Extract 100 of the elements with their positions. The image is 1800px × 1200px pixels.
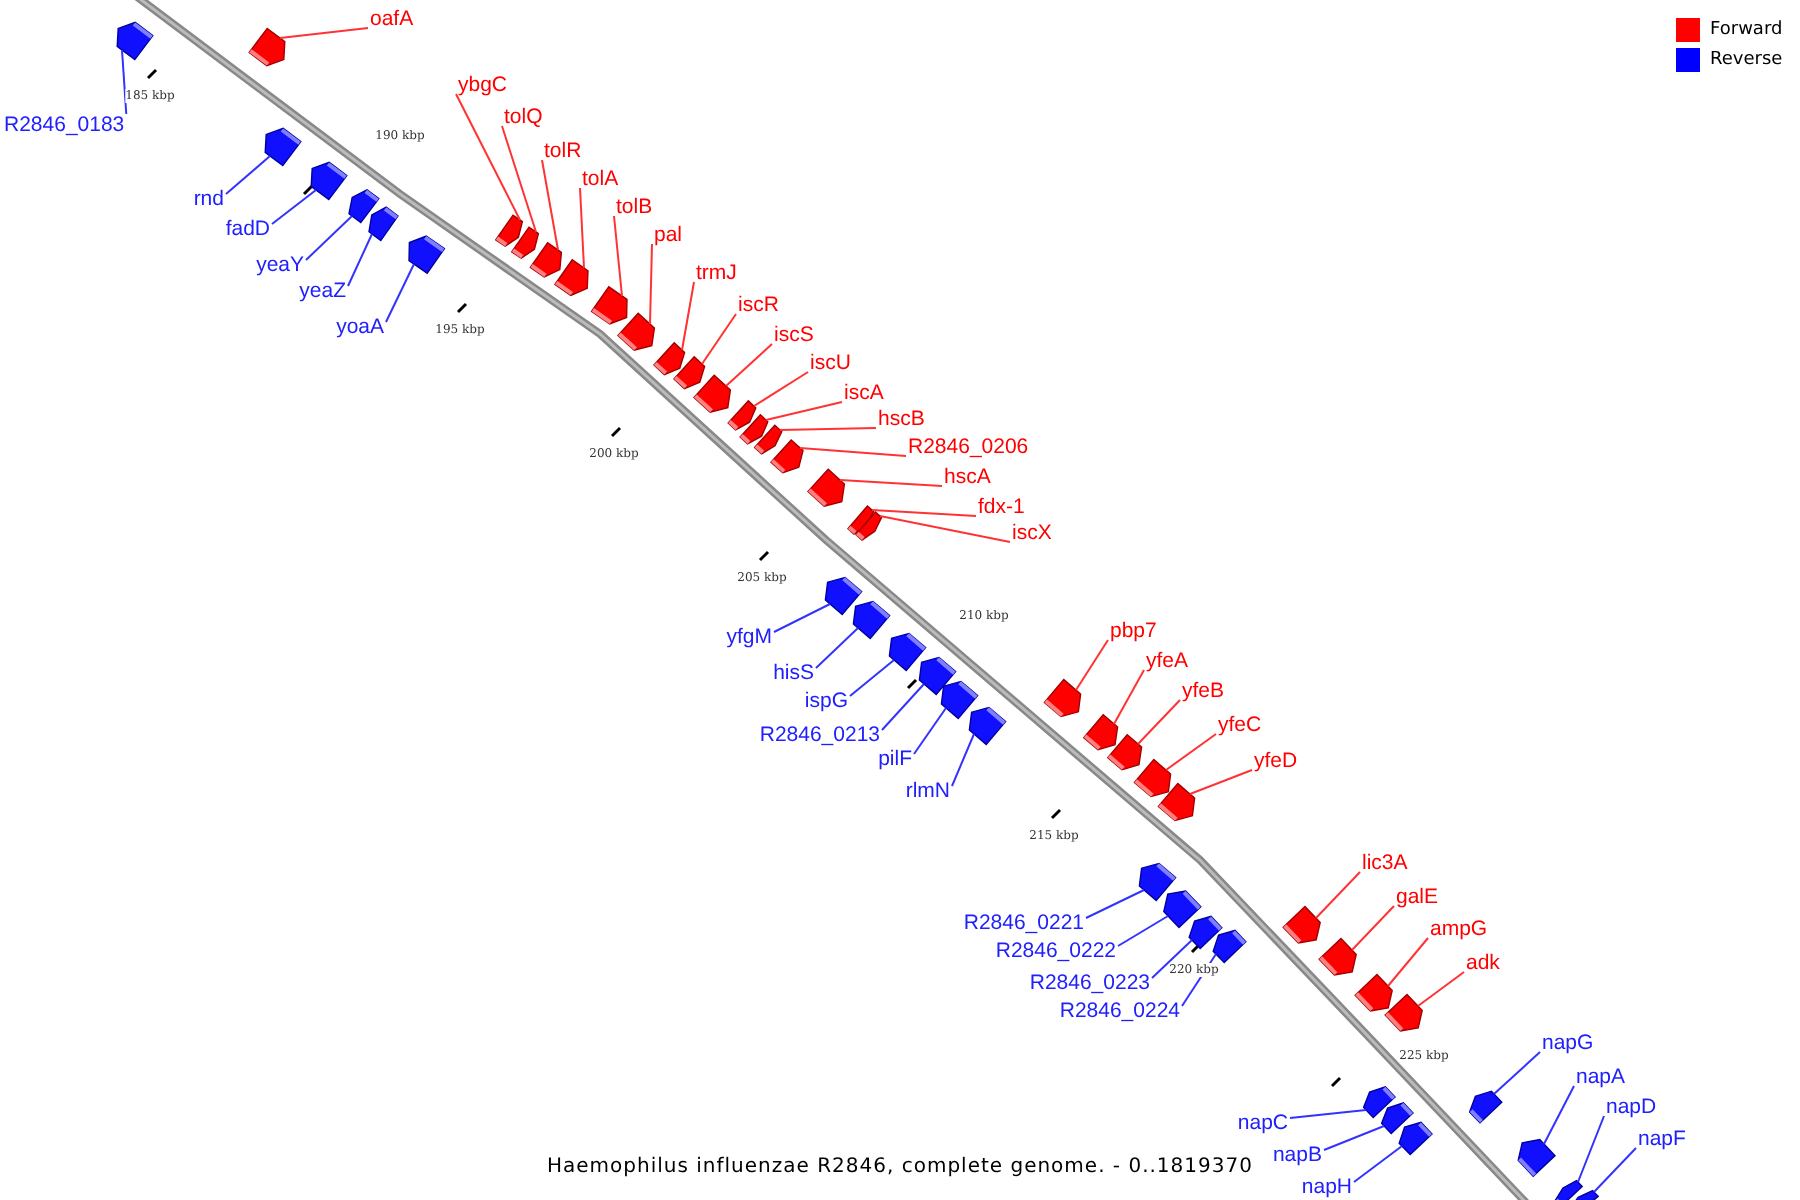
gene-label: R2846_0224 <box>1059 999 1180 1025</box>
leader-line <box>1417 971 1465 1007</box>
gene-block <box>554 258 589 297</box>
gene-block <box>918 656 957 696</box>
leader-line <box>881 683 925 731</box>
gene-label: galE <box>1396 885 1439 911</box>
leader-line <box>779 427 877 431</box>
leader-line <box>1493 1051 1541 1095</box>
gene-label: ispG <box>804 689 848 715</box>
gene-label: yoaA <box>336 315 384 341</box>
leader-line <box>501 125 537 233</box>
leader-line <box>1189 769 1253 795</box>
gene-block <box>855 511 883 541</box>
gene-label: tolB <box>616 195 653 221</box>
gene-label: R2846_0213 <box>759 723 880 749</box>
gene-block <box>1188 915 1223 950</box>
gene-block <box>1384 993 1423 1032</box>
leader-line <box>279 27 369 39</box>
leader-line <box>681 281 695 351</box>
gene-label: tolQ <box>504 105 543 131</box>
gene-block <box>116 21 154 61</box>
gene-block <box>1398 1121 1433 1156</box>
gene-label: napH <box>1301 1175 1352 1200</box>
leader-line <box>1113 669 1145 725</box>
gene-label: R2846_0221 <box>963 911 1084 937</box>
gene-block <box>1282 905 1321 944</box>
gene-block <box>1106 733 1143 771</box>
gene-block <box>1212 929 1247 964</box>
gene-block <box>248 27 286 67</box>
gene-block <box>940 680 979 720</box>
gene-label: iscS <box>774 323 814 349</box>
leader-line <box>1085 889 1145 919</box>
leader-line <box>1075 639 1109 691</box>
gene-block <box>1133 758 1172 798</box>
gene-block <box>494 214 524 248</box>
leader-line <box>649 243 653 325</box>
gene-label: napD <box>1606 1095 1657 1121</box>
gene-label: yeaZ <box>299 279 346 305</box>
gene-block <box>727 399 757 431</box>
gene-label: rnd <box>193 187 224 213</box>
leader-line <box>1593 1147 1637 1193</box>
gene-block <box>653 341 686 376</box>
gene-block <box>264 127 302 167</box>
gene-block <box>824 576 863 616</box>
gene-label: R2846_0183 <box>4 113 125 139</box>
leader-line <box>1289 1109 1367 1119</box>
leader-line <box>1137 699 1181 745</box>
leader-line <box>1387 937 1429 987</box>
gene-block <box>753 424 783 455</box>
gene-label: lic3A <box>1362 851 1408 877</box>
gene-label: napB <box>1272 1143 1322 1169</box>
gene-block <box>1468 1090 1503 1124</box>
leader-line <box>1323 1125 1385 1151</box>
leader-line <box>839 479 943 487</box>
caption: Haemophilus influenzae R2846, complete genome. - 0..1819370 <box>547 1156 1253 1180</box>
legend-label: Forward <box>1710 18 1783 42</box>
gene-block <box>408 235 446 275</box>
gene-block <box>510 226 540 260</box>
leader-line <box>271 189 317 225</box>
leader-line <box>385 263 415 323</box>
leader-line <box>1315 871 1361 919</box>
gene-label: yfeB <box>1182 679 1225 705</box>
gene-block <box>348 188 380 224</box>
gene-label: napG <box>1542 1031 1594 1057</box>
gene-block <box>1318 937 1357 976</box>
leader-line <box>1351 905 1395 951</box>
gene-label: yfeD <box>1254 749 1298 775</box>
gene-block <box>673 355 706 390</box>
gene-block <box>310 161 348 201</box>
gene-label: adk <box>1466 951 1500 977</box>
leader-line <box>701 313 737 365</box>
gene-block <box>693 374 732 413</box>
leader-line <box>849 659 895 697</box>
gene-label: fdx-1 <box>978 495 1025 521</box>
legend-label: Reverse <box>1710 48 1783 72</box>
leader-line <box>579 187 585 269</box>
gene-block <box>1082 713 1119 751</box>
leader-line <box>753 371 809 407</box>
leader-line <box>951 733 975 787</box>
gene-label: fadD <box>225 217 270 243</box>
leader-line <box>541 159 559 251</box>
gene-block <box>590 285 628 325</box>
gene-label: pilF <box>878 747 912 773</box>
leader-line <box>1117 915 1169 947</box>
gene-label: R2846_0222 <box>995 939 1116 965</box>
gene-block <box>1553 1179 1584 1200</box>
gene-label: ybgC <box>458 73 508 99</box>
gene-label: pbp7 <box>1110 619 1157 645</box>
gene-label: iscA <box>844 381 884 407</box>
gene-block <box>1157 782 1196 822</box>
gene-label: pal <box>654 223 683 249</box>
leader-line <box>347 233 373 287</box>
gene-label: oafA <box>370 7 414 33</box>
leader-line <box>455 93 521 221</box>
leader-line <box>815 627 859 669</box>
gene-label: ampG <box>1430 917 1488 943</box>
leader-line <box>725 343 773 387</box>
gene-label: iscU <box>810 351 851 377</box>
gene-label: napF <box>1638 1127 1686 1153</box>
leader-line <box>1577 1115 1605 1183</box>
